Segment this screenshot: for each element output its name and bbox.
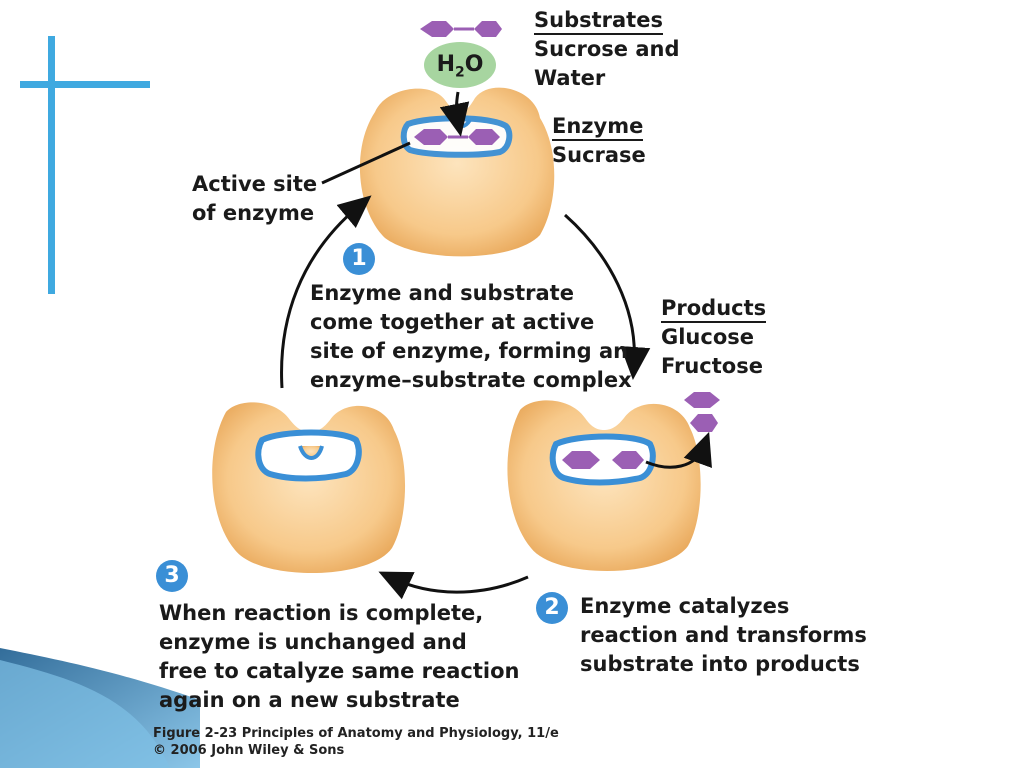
- products-label: Products Glucose Fructose: [661, 294, 767, 381]
- water-o: O: [464, 52, 484, 77]
- sucrose-molecule-bound: [414, 129, 500, 145]
- active-site-line-1: Active site: [192, 172, 318, 196]
- step-2-line: Enzyme catalyzes: [580, 594, 790, 618]
- substrates-label: Substrates Sucrose and Water: [534, 6, 680, 93]
- enzyme-shape-free: [212, 402, 406, 574]
- products-line-2: Fructose: [661, 354, 763, 378]
- released-products: [684, 392, 720, 432]
- substrates-line-2: Water: [534, 66, 606, 90]
- step-2-badge: 2: [536, 592, 568, 624]
- step-1-badge: 1: [343, 243, 375, 275]
- step-3-line: again on a new substrate: [159, 688, 460, 712]
- step-1-line: come together at active: [310, 310, 595, 334]
- cycle-arrow-left: [280, 195, 372, 389]
- enzyme-name: Sucrase: [552, 143, 646, 167]
- step-3-line: When reaction is complete,: [159, 601, 484, 625]
- products-heading: Products: [661, 295, 767, 323]
- step-1-line: enzyme–substrate complex: [310, 368, 632, 392]
- active-site-line-2: of enzyme: [192, 201, 315, 225]
- step-3-badge: 3: [156, 560, 188, 592]
- step-1-line: Enzyme and substrate: [310, 281, 574, 305]
- water-arrow: [439, 91, 470, 137]
- cycle-arrow-bottom: [378, 571, 529, 600]
- step-3-line: enzyme is unchanged and: [159, 630, 467, 654]
- substrates-heading: Substrates: [534, 7, 663, 35]
- water-subscript: 2: [454, 64, 465, 81]
- product-release-arrow: [645, 431, 712, 469]
- water-molecule: H2O: [424, 42, 496, 88]
- step-3-text: When reaction is complete, enzyme is unc…: [159, 599, 520, 715]
- products-line-1: Glucose: [661, 325, 755, 349]
- active-site-label: Active site of enzyme: [192, 170, 317, 228]
- figure-caption: Figure 2-23 Principles of Anatomy and Ph…: [153, 725, 559, 759]
- step-1-text: Enzyme and substrate come together at ac…: [310, 279, 632, 395]
- enzyme-label: Enzyme Sucrase: [552, 112, 646, 170]
- step-2-line: reaction and transforms: [580, 623, 867, 647]
- step-3-line: free to catalyze same reaction: [159, 659, 520, 683]
- step-2-line: substrate into products: [580, 652, 860, 676]
- enzyme-heading: Enzyme: [552, 113, 644, 141]
- substrates-line-1: Sucrose and: [534, 37, 680, 61]
- step-1-line: site of enzyme, forming an: [310, 339, 629, 363]
- sucrose-molecule-free: [420, 21, 502, 37]
- caption-line-2: © 2006 John Wiley & Sons: [153, 743, 345, 758]
- corner-swoosh: [0, 648, 200, 768]
- water-h: H: [436, 52, 455, 77]
- enzyme-shape-product: [507, 400, 701, 572]
- step-2-text: Enzyme catalyzes reaction and transforms…: [580, 592, 867, 679]
- cross-decoration: [20, 36, 150, 294]
- caption-line-1: Figure 2-23 Principles of Anatomy and Ph…: [153, 726, 559, 741]
- products-bound: [562, 451, 644, 469]
- active-site-pointer: [321, 141, 411, 185]
- cycle-arrow-right: [564, 213, 651, 380]
